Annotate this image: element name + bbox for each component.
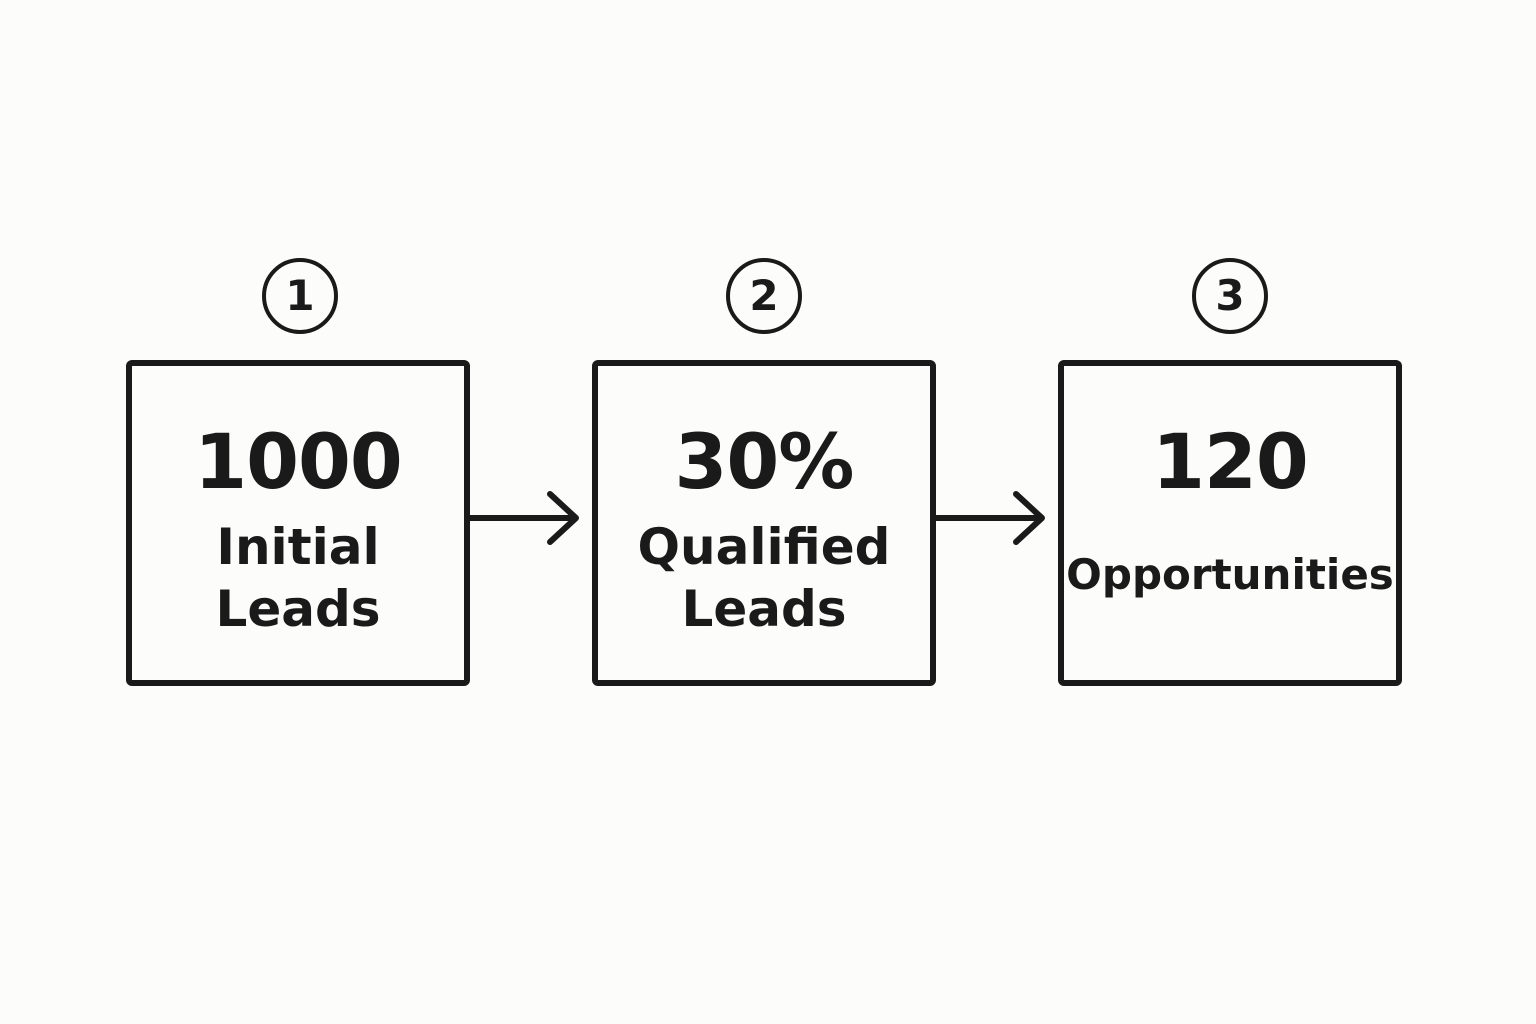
stage-label-line: Initial [216,518,380,576]
stage-box-initial-leads: 1000 Initial Leads [126,360,470,686]
stage-value: 1000 [194,417,403,506]
stage-value: 30% [674,417,855,506]
stage-label: Qualified Leads [598,516,930,640]
stage-label-line: Qualified [637,518,891,576]
step-number: 1 [285,271,315,320]
step-number-badge-2: 2 [726,258,802,334]
step-number-badge-3: 3 [1192,258,1268,334]
stage-box-opportunities: 120 Opportunities [1058,360,1402,686]
stage-box-qualified-leads: 30% Qualified Leads [592,360,936,686]
arrow-right-icon [933,491,1045,545]
stage-value: 120 [1152,417,1309,506]
stage-label: Initial Leads [132,516,464,640]
step-number: 2 [749,271,779,320]
stage-label-line: Leads [681,580,847,638]
arrow-right-icon [467,491,579,545]
stage-label-line: Opportunities [1066,550,1394,599]
stage-label: Opportunities [1064,544,1396,606]
step-number: 3 [1215,271,1245,320]
stage-label-line: Leads [215,580,381,638]
step-number-badge-1: 1 [262,258,338,334]
